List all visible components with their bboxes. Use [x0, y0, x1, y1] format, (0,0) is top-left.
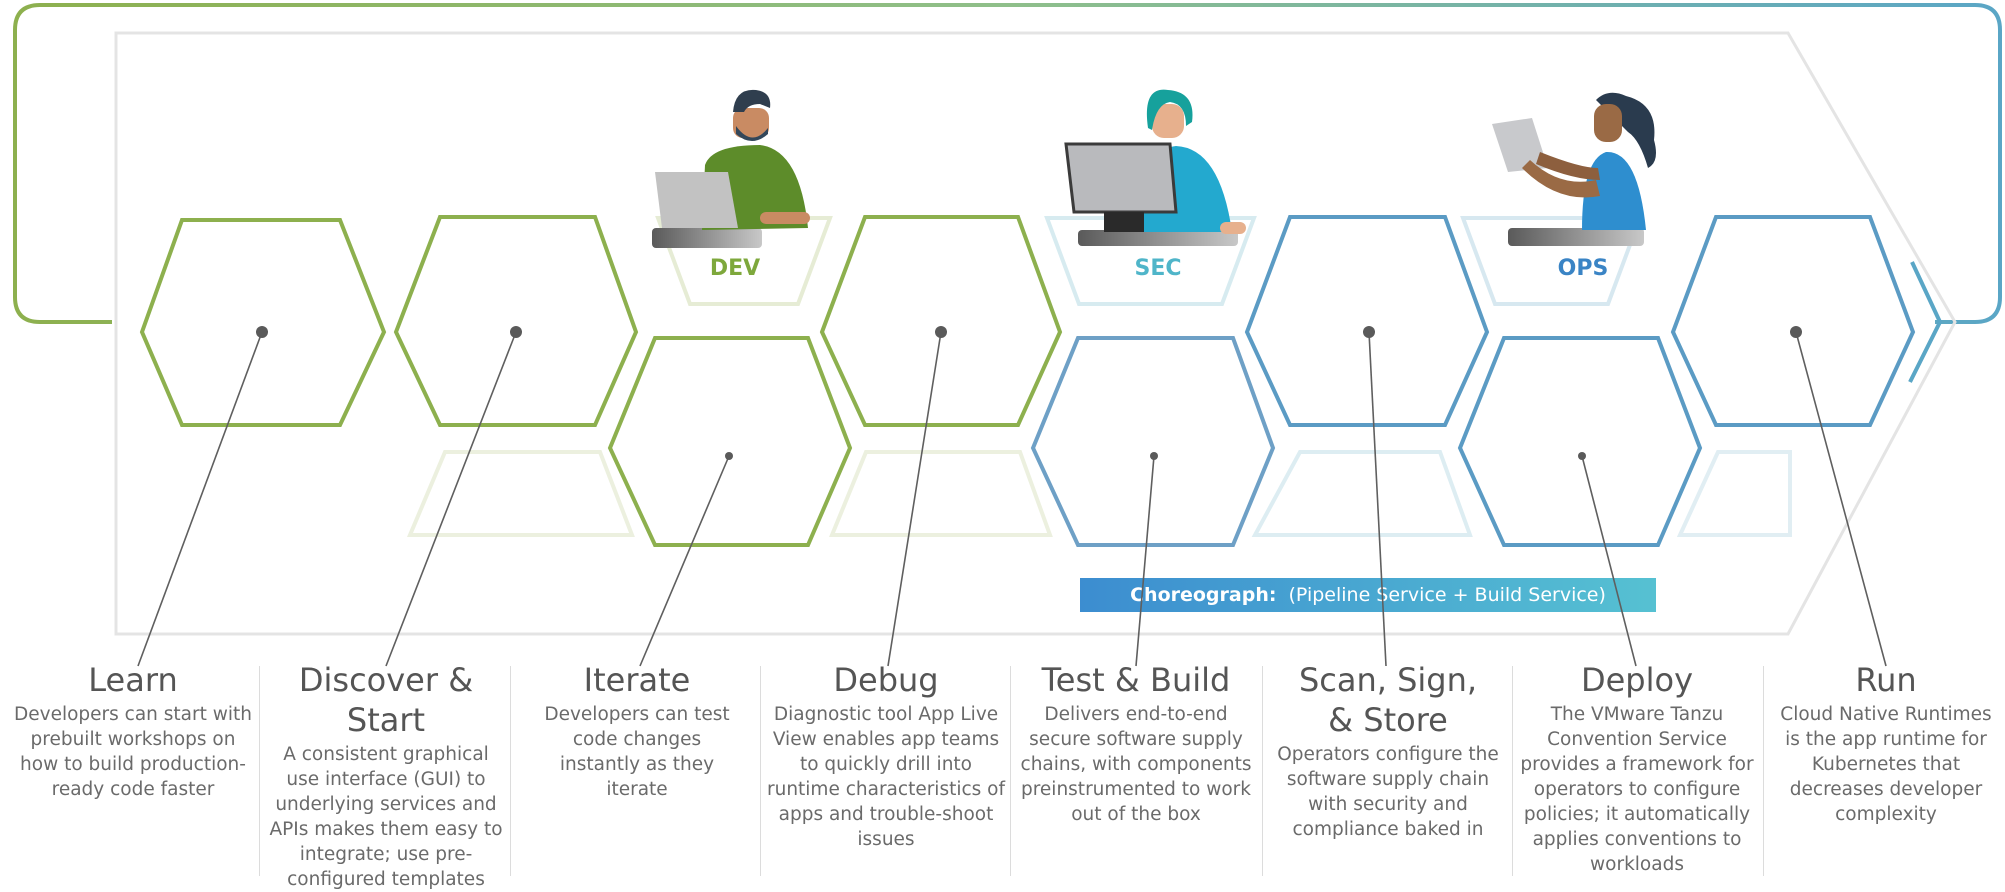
step-description: Developers can start with prebuilt works…	[14, 704, 252, 800]
faint-hex	[406, 450, 635, 537]
step-hexes	[139, 215, 1916, 547]
step-discover-start: Discover & Start A consistent graphical …	[268, 660, 504, 892]
step-description: Diagnostic tool App Live View enables ap…	[766, 704, 1006, 850]
connector-lines	[137, 331, 1887, 667]
sec-person-illustration	[1064, 89, 1246, 246]
connector-dots	[256, 326, 1802, 460]
role-label-dev: DEV	[710, 256, 760, 281]
hex-scan	[1244, 215, 1490, 427]
dot-scan	[1363, 326, 1375, 338]
step-title: Discover & Start	[298, 661, 474, 739]
step-title: Debug	[833, 661, 939, 699]
dot-debug	[935, 326, 947, 338]
ops-person-illustration	[1492, 92, 1656, 246]
step-title: Scan, Sign, & Store	[1298, 661, 1478, 739]
step-title: Run	[1855, 661, 1917, 699]
connector-debug	[887, 331, 942, 667]
connector-test-build	[1135, 455, 1155, 667]
connector-discover	[385, 331, 517, 667]
dot-learn	[256, 326, 268, 338]
choreograph-rest: (Pipeline Service + Build Service)	[1289, 584, 1606, 606]
dot-deploy	[1578, 452, 1586, 460]
step-description: Developers can test code changes instant…	[544, 704, 730, 800]
choreograph-bar	[1080, 578, 1656, 612]
step-debug: Debug Diagnostic tool App Live View enab…	[766, 660, 1006, 852]
outer-loop-frame	[13, 3, 2002, 324]
step-description: Delivers end-to-end secure software supp…	[1020, 704, 1252, 825]
loop-arrow-tip	[1908, 261, 1943, 383]
connector-deploy	[1581, 455, 1637, 667]
step-description: Cloud Native Runtimes is the app runtime…	[1780, 704, 1992, 825]
connector-run	[1795, 331, 1887, 667]
dot-test-build	[1150, 452, 1158, 460]
choreograph-bold: Choreograph:	[1130, 584, 1276, 606]
dot-discover	[510, 326, 522, 338]
step-title: Learn	[88, 661, 178, 699]
column-divider	[1010, 666, 1011, 876]
dev-person-illustration	[652, 89, 810, 248]
hex-iterate	[607, 336, 853, 547]
faint-hex	[1251, 450, 1473, 537]
dot-run	[1790, 326, 1802, 338]
hex-debug	[819, 215, 1063, 427]
hex-test-build	[1030, 336, 1276, 547]
hex-learn	[139, 218, 387, 427]
connector-scan	[1368, 331, 1387, 667]
hex-discover	[393, 215, 639, 427]
step-description: Operators configure the software supply …	[1277, 744, 1499, 840]
step-learn: Learn Developers can start with prebuilt…	[12, 660, 254, 802]
hex-run	[1670, 215, 1916, 427]
role-label-sec: SEC	[1134, 256, 1181, 281]
hex-deploy	[1457, 336, 1703, 547]
connector-learn	[137, 331, 263, 667]
step-iterate: Iterate Developers can test code changes…	[520, 660, 754, 802]
step-description: The VMware Tanzu Convention Service prov…	[1520, 704, 1754, 875]
step-scan-sign-store: Scan, Sign, & Store Operators configure …	[1268, 660, 1508, 842]
column-divider	[1262, 666, 1263, 876]
column-divider	[1763, 666, 1764, 876]
column-divider	[1512, 666, 1513, 876]
step-test-build: Test & Build Delivers end-to-end secure …	[1016, 660, 1256, 827]
column-divider	[259, 666, 260, 876]
column-divider	[760, 666, 761, 876]
step-description: A consistent graphical use interface (GU…	[269, 744, 503, 890]
faint-hex	[829, 450, 1053, 537]
step-title: Deploy	[1580, 661, 1694, 699]
faint-hex	[1460, 216, 1643, 306]
step-title: Test & Build	[1041, 661, 1231, 699]
column-divider	[510, 666, 511, 876]
choreograph-label: Choreograph: (Pipeline Service + Build S…	[1130, 584, 1606, 606]
step-title: Iterate	[583, 661, 691, 699]
dot-iterate	[725, 452, 733, 460]
inner-container	[114, 31, 1957, 636]
faint-hex	[1676, 450, 1792, 537]
connector-iterate	[639, 455, 730, 667]
role-label-ops: OPS	[1558, 256, 1609, 281]
step-deploy: Deploy The VMware Tanzu Convention Servi…	[1516, 660, 1758, 877]
step-run: Run Cloud Native Runtimes is the app run…	[1770, 660, 2002, 827]
